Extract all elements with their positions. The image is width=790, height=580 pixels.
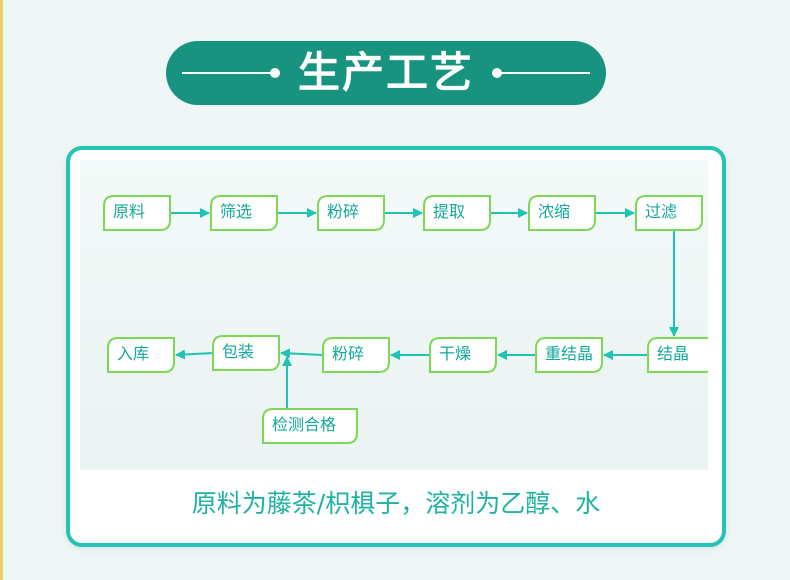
process-card: 原料筛选粉碎提取浓缩过滤结晶重结晶干燥粉碎包装入库检测合格 原料为藤茶/枳椇子，… bbox=[66, 146, 726, 547]
step-row1-3-box bbox=[317, 195, 385, 231]
flow-connectors bbox=[103, 195, 708, 444]
step-row2-1-label: 结晶 bbox=[657, 344, 690, 363]
step-row1-5-label: 浓缩 bbox=[538, 202, 571, 221]
step-row2-2-box bbox=[535, 337, 603, 373]
step-row1-2-label: 筛选 bbox=[220, 202, 253, 221]
flow-arrow-row2-4 bbox=[280, 348, 324, 359]
step-row1-4-label: 提取 bbox=[433, 202, 466, 221]
step-row2-4-box bbox=[322, 337, 390, 373]
step-row2-2-label: 重结晶 bbox=[545, 344, 594, 363]
step-row2-5-label: 包装 bbox=[222, 342, 255, 361]
flow-arrow-row2-5 bbox=[175, 349, 214, 360]
title-decor-line-right bbox=[498, 72, 590, 74]
step-row2-3-label: 干燥 bbox=[439, 344, 472, 363]
step-row1-2-box bbox=[210, 195, 278, 231]
step-row2-1-box bbox=[647, 337, 708, 373]
step-row2-6-box bbox=[107, 337, 175, 373]
left-edge-bar bbox=[0, 0, 3, 580]
step-row1-1-box bbox=[103, 195, 171, 231]
step-row2-4-label: 粉碎 bbox=[332, 344, 365, 363]
step-row2-3-box bbox=[429, 337, 497, 373]
materials-caption: 原料为藤茶/枳椇子，溶剂为乙醇、水 bbox=[191, 489, 601, 518]
title-decor-dot-right bbox=[492, 68, 502, 78]
step-row1-3-label: 粉碎 bbox=[327, 202, 360, 221]
step-row1-6-box bbox=[635, 195, 703, 231]
page-title: 生产工艺 bbox=[297, 48, 474, 97]
step-inspection-label: 检测合格 bbox=[272, 415, 337, 434]
step-row1-5-box bbox=[528, 195, 596, 231]
step-inspection-box bbox=[262, 408, 358, 444]
step-row1-4-box bbox=[423, 195, 491, 231]
step-row1-1-label: 原料 bbox=[113, 202, 146, 221]
section-title-banner: 生产工艺 bbox=[166, 41, 606, 105]
step-row1-6-label: 过滤 bbox=[645, 202, 678, 221]
step-row2-6-label: 入库 bbox=[117, 344, 150, 363]
title-decor-line-left bbox=[182, 72, 274, 74]
title-decor-dot-left bbox=[270, 68, 280, 78]
flow-diagram: 原料筛选粉碎提取浓缩过滤结晶重结晶干燥粉碎包装入库检测合格 bbox=[80, 160, 708, 470]
step-row2-5-box bbox=[212, 335, 280, 371]
